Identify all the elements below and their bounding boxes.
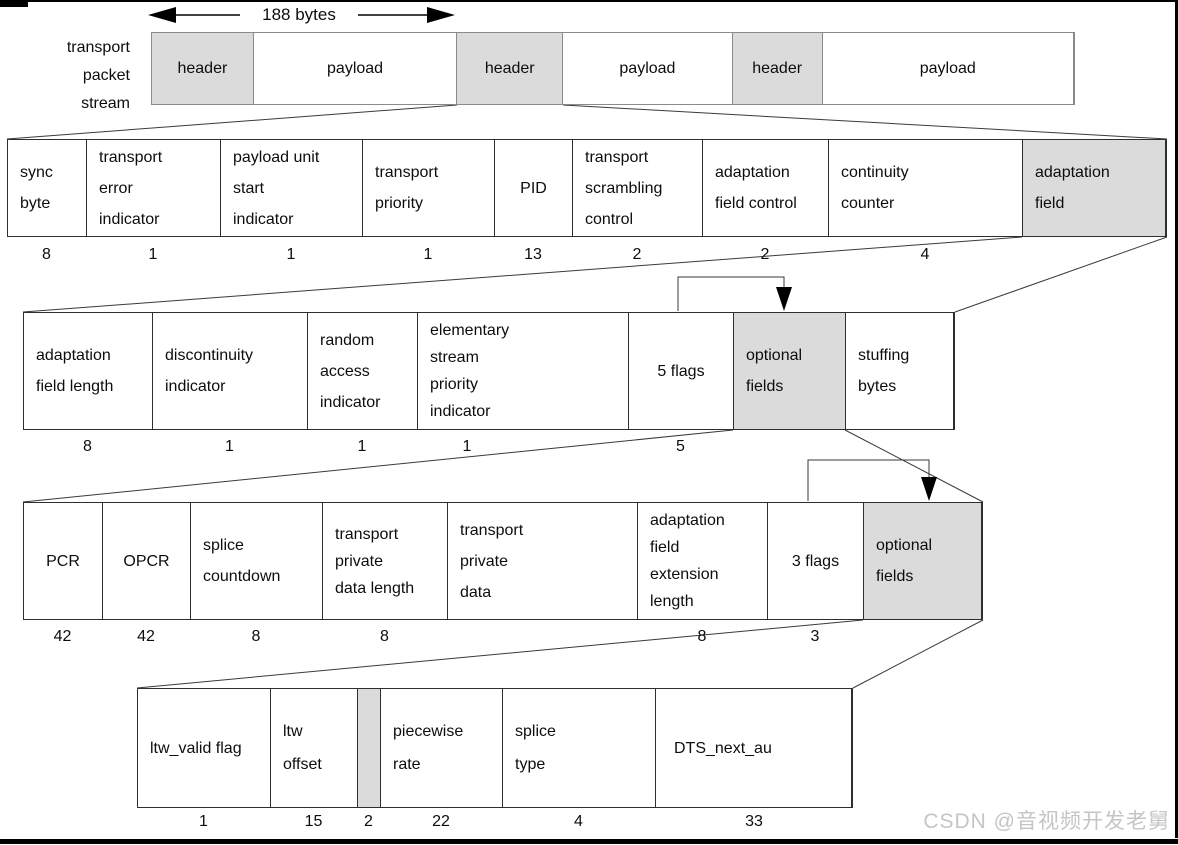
cell-sync-byte: sync byte bbox=[8, 140, 87, 236]
bits-ltw-valid-flag: 1 bbox=[199, 813, 208, 830]
cell-dts-next-au: DTS_next_au bbox=[656, 689, 852, 807]
right-edge-line bbox=[1175, 0, 1178, 838]
bits-discontinuity-indicator: 1 bbox=[225, 438, 234, 455]
cell-payload-unit-start-indicator: payload unit start indicator bbox=[221, 140, 363, 236]
cell-random-access-indicator: random access indicator bbox=[308, 313, 418, 429]
cell-transport-scrambling-control: transport scrambling control bbox=[573, 140, 703, 236]
bits-opcr: 42 bbox=[137, 628, 155, 645]
cell-transport-private-data: transport private data bbox=[448, 503, 638, 619]
cell-adaptation-field-control: adaptation field control bbox=[703, 140, 829, 236]
arrow-size-label: 188 bytes bbox=[240, 2, 358, 28]
bits-ltw-offset: 15 bbox=[304, 813, 323, 830]
bits-transport-priority: 1 bbox=[423, 246, 433, 263]
top-edge-line bbox=[0, 0, 1178, 2]
cell-payload-1: payload bbox=[254, 33, 458, 104]
bits-5-flags: 5 bbox=[676, 438, 685, 455]
left-arrowhead-icon bbox=[148, 7, 176, 23]
cell-splice-countdown: splice countdown bbox=[191, 503, 323, 619]
bits-sync-byte: 8 bbox=[42, 246, 51, 263]
bits-adaptation-field-control: 2 bbox=[760, 246, 770, 263]
cell-transport-priority: transport priority bbox=[363, 140, 495, 236]
bits-dts-next-au: 33 bbox=[745, 813, 763, 830]
bits-payload-unit-start-indicator: 1 bbox=[286, 246, 296, 263]
bits-pcr: 42 bbox=[53, 628, 72, 645]
cell-payload-3: payload bbox=[823, 33, 1074, 104]
bits-random-access-indicator: 1 bbox=[357, 438, 367, 455]
cell-opcr: OPCR bbox=[103, 503, 191, 619]
bits-reserved: 2 bbox=[364, 813, 373, 830]
bits-splice-type: 4 bbox=[574, 813, 583, 830]
bits-transport-scrambling-control: 2 bbox=[632, 246, 642, 263]
bits-3-flags: 3 bbox=[810, 628, 820, 645]
cell-discontinuity-indicator: discontinuity indicator bbox=[153, 313, 308, 429]
cell-header-2: header bbox=[457, 33, 564, 104]
bits-continuity-counter: 4 bbox=[920, 246, 930, 263]
cell-pid: PID bbox=[495, 140, 573, 236]
bits-piecewise-rate: 22 bbox=[432, 813, 450, 830]
cell-elementary-stream-priority-indicator: elementary stream priority indicator bbox=[418, 313, 629, 429]
cell-ltw-offset: ltw offset bbox=[271, 689, 358, 807]
cell-adaptation-field-length: adaptation field length bbox=[24, 313, 153, 429]
cell-payload-2: payload bbox=[563, 33, 733, 104]
cell-header-3: header bbox=[732, 33, 823, 104]
down-arrowhead-icon bbox=[776, 287, 792, 311]
cell-optional-fields-af: optional fields bbox=[734, 313, 846, 429]
watermark: CSDN @音视频开发老舅 bbox=[923, 810, 1170, 833]
down-arrowhead-icon bbox=[921, 477, 937, 501]
cell-adaptation-field: adaptation field bbox=[1023, 140, 1166, 236]
flags-to-optional-hook-1 bbox=[677, 276, 785, 311]
band-extension-fields: ltw_valid flag ltw offset piecewise rate… bbox=[137, 688, 853, 808]
cell-header-1: header bbox=[152, 33, 254, 104]
cell-transport-error-indicator: transport error indicator bbox=[87, 140, 221, 236]
cell-ltw-valid-flag: ltw_valid flag bbox=[138, 689, 271, 807]
bits-transport-private-data-length: 8 bbox=[380, 628, 389, 645]
cell-piecewise-rate: piecewise rate bbox=[381, 689, 503, 807]
stream-label: transport packet stream bbox=[66, 39, 130, 112]
bits-pid: 13 bbox=[524, 246, 542, 263]
band-optional-fields: PCR OPCR splice countdown transport priv… bbox=[23, 502, 983, 620]
band-packet-stream: header payload header payload header pay… bbox=[151, 32, 1075, 105]
cell-3-flags: 3 flags bbox=[768, 503, 864, 619]
right-arrowhead-icon bbox=[427, 7, 455, 23]
cell-stuffing-bytes: stuffing bytes bbox=[846, 313, 954, 429]
flags-to-optional-hook-2 bbox=[807, 459, 930, 501]
cell-pcr: PCR bbox=[24, 503, 103, 619]
cell-splice-type: splice type bbox=[503, 689, 656, 807]
cell-continuity-counter: continuity counter bbox=[829, 140, 1023, 236]
bits-adaptation-field-length: 8 bbox=[83, 438, 92, 455]
cell-5-flags: 5 flags bbox=[629, 313, 734, 429]
bottom-edge-line bbox=[0, 839, 1178, 844]
top-left-corner-mark bbox=[0, 0, 28, 7]
band-adaptation-field: adaptation field length discontinuity in… bbox=[23, 312, 955, 430]
bits-adaptation-field-extension-length: 8 bbox=[697, 628, 707, 645]
bits-transport-error-indicator: 1 bbox=[148, 246, 158, 263]
cell-reserved bbox=[358, 689, 381, 807]
cell-adaptation-field-extension-length: adaptation field extension length bbox=[638, 503, 768, 619]
cell-optional-fields-ext: optional fields bbox=[864, 503, 982, 619]
band-packet-header: sync byte transport error indicator payl… bbox=[7, 139, 1167, 237]
cell-transport-private-data-length: transport private data length bbox=[323, 503, 448, 619]
bits-splice-countdown: 8 bbox=[251, 628, 261, 645]
bits-elementary-stream-priority-indicator: 1 bbox=[462, 438, 472, 455]
